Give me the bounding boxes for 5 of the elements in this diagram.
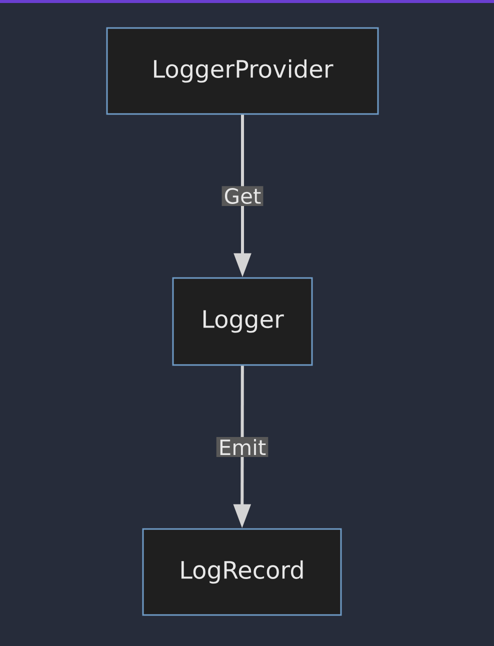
edge-label: Emit — [216, 437, 268, 457]
process-box: Logger — [172, 277, 313, 366]
process-box: LoggerProvider — [106, 27, 379, 115]
edge-label: Get — [222, 186, 264, 206]
process-box: LogRecord — [142, 528, 342, 616]
